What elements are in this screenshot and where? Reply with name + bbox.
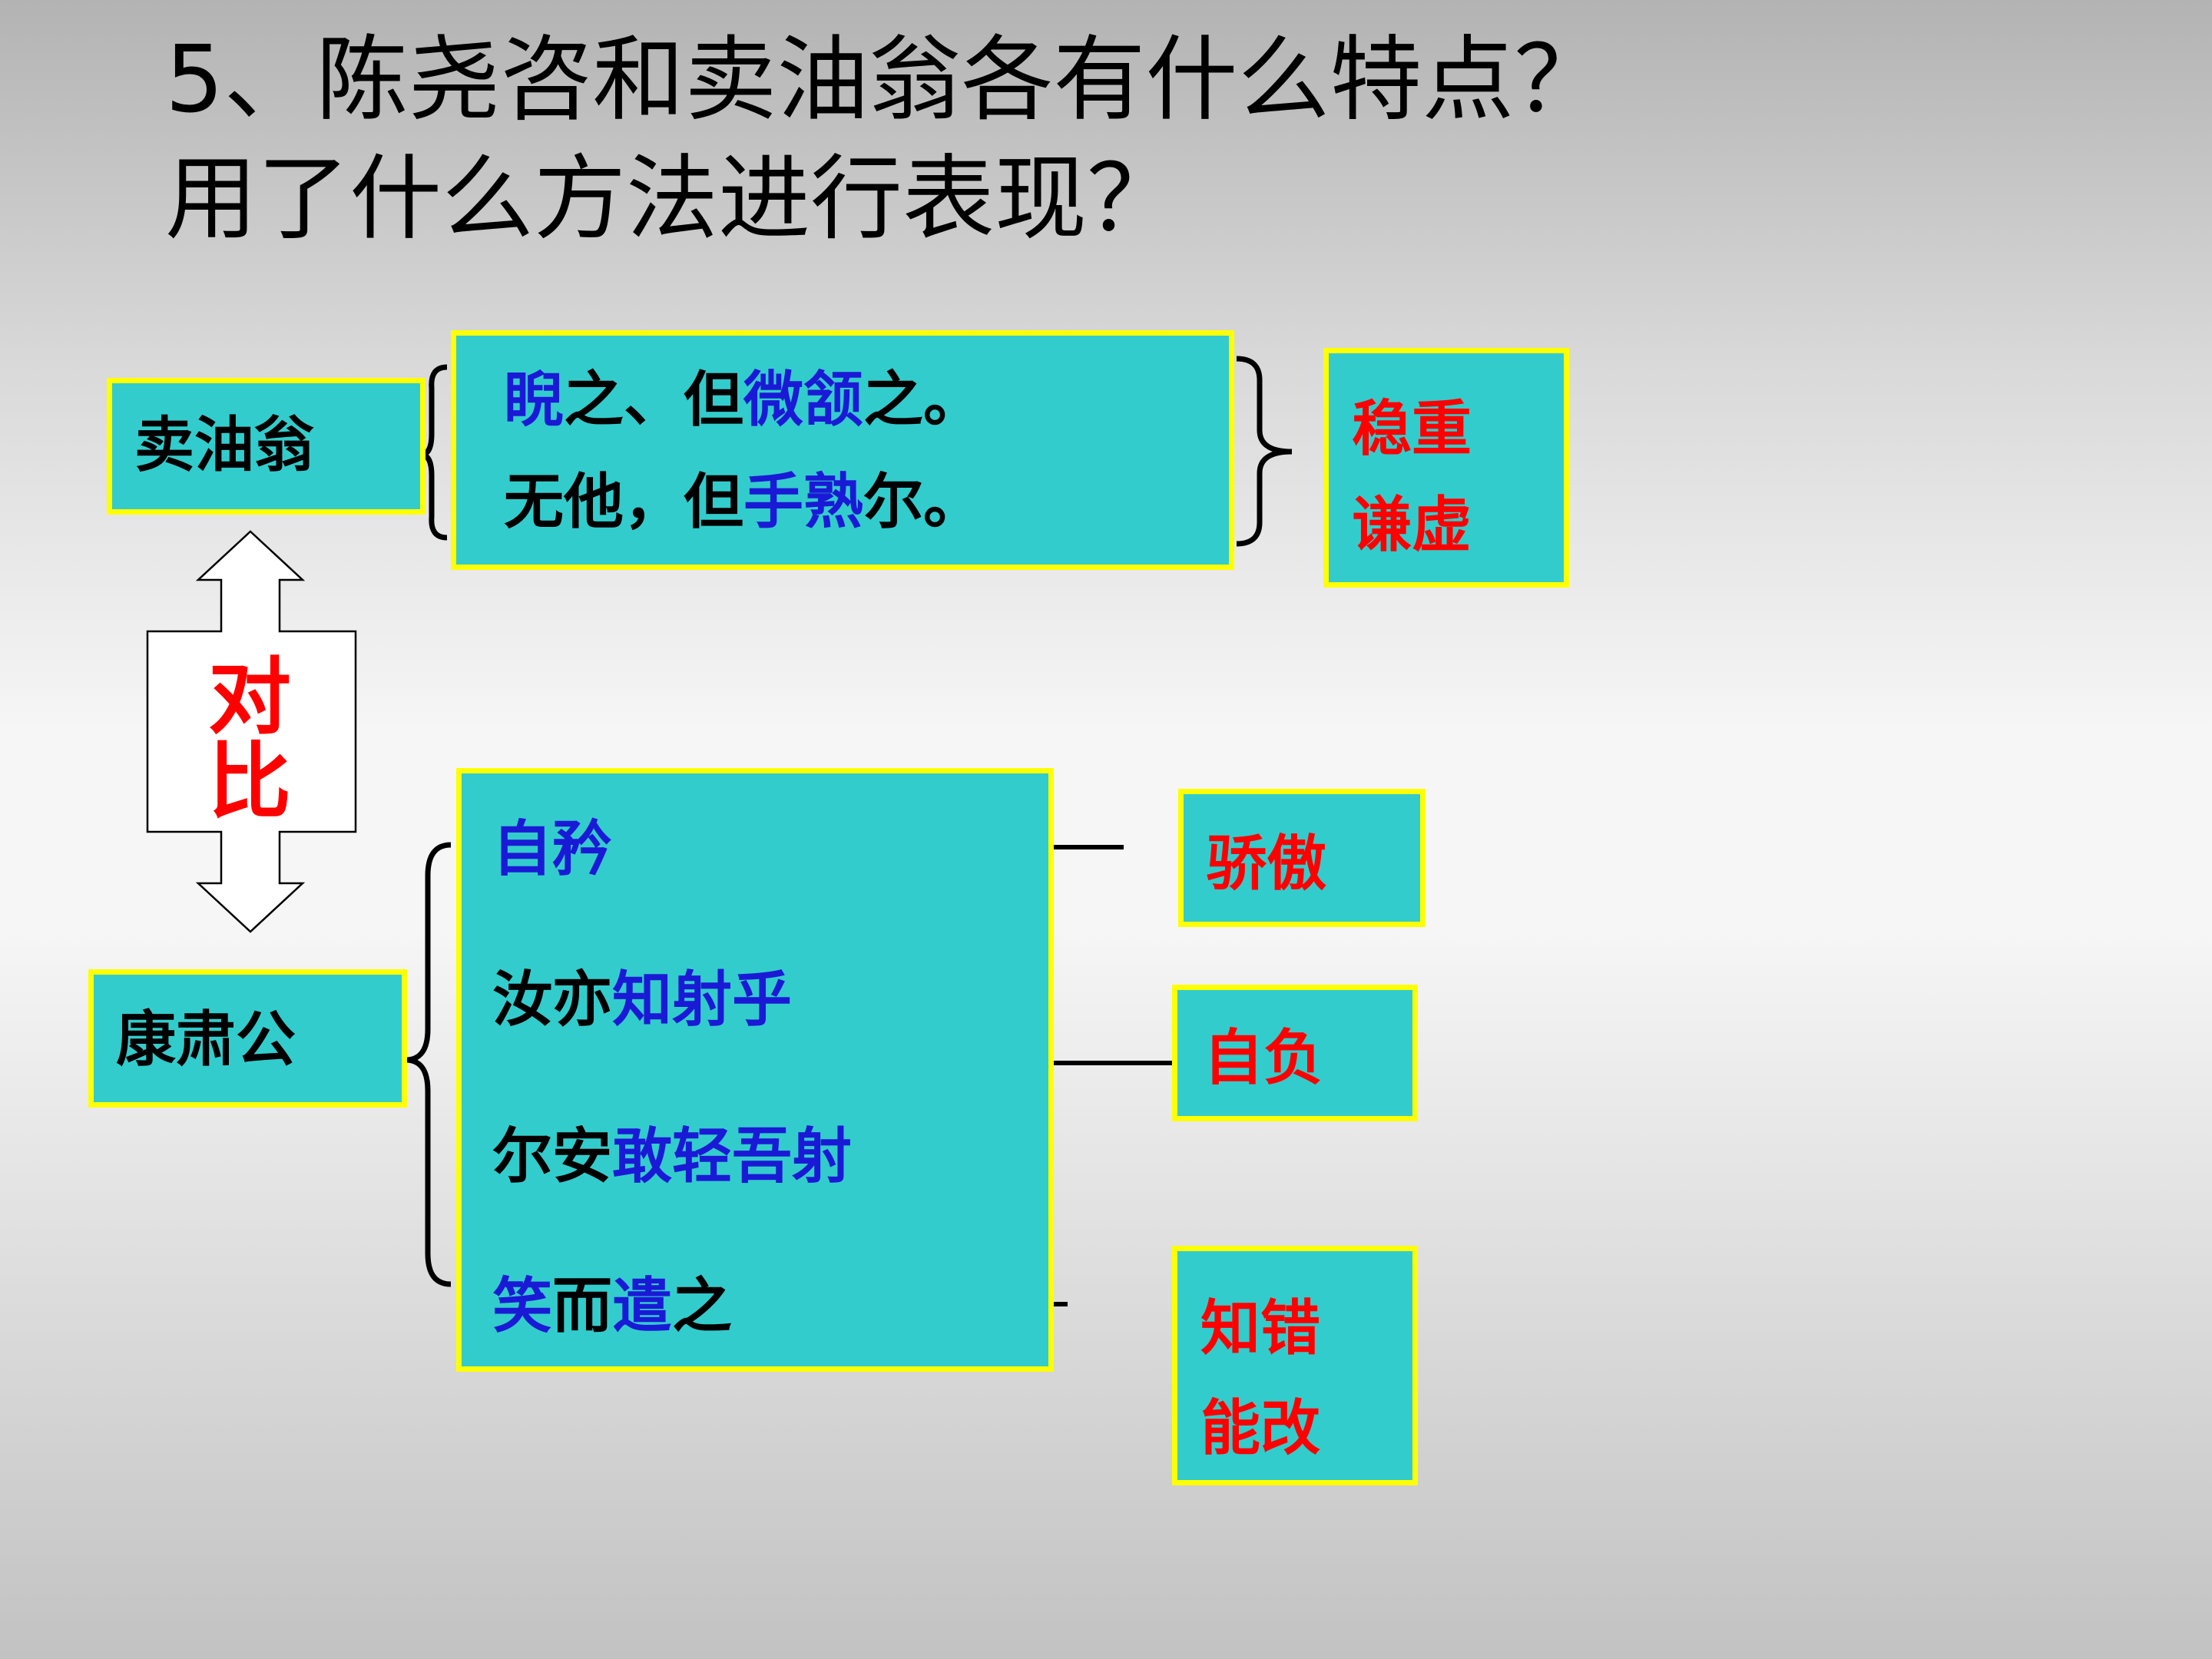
kangsu-quote-4-part-3: 遣 <box>612 1272 673 1341</box>
oil-seller-traits-box: 稳重 谦虚 <box>1323 348 1569 588</box>
quote-1-part-2: 之、但 <box>564 366 744 435</box>
quote-2-part-2: 手熟 <box>743 468 864 537</box>
kangsu-quote-3-part-2: 敢轻吾射 <box>612 1122 853 1191</box>
trait-arrogant-box: 骄傲 <box>1178 789 1426 927</box>
quote-1-part-3: 微颔 <box>743 366 864 435</box>
kangsu-quote-4-part-1: 笑 <box>492 1272 553 1341</box>
contrast-label-2: 比 <box>208 734 292 830</box>
kangsu-quote-4: 笑而遣之 <box>492 1277 732 1336</box>
trait-conceited: 自负 <box>1204 1024 1324 1093</box>
title-line-2: 用了什么方法进行表现？ <box>165 146 1179 253</box>
oil-seller-right-brace <box>1236 356 1293 547</box>
kangsu-quote-3: 尔安敢轻吾射 <box>492 1127 852 1187</box>
trait-correct-box: 知错 能改 <box>1172 1246 1418 1485</box>
oil-seller-quote-box: 睨之、但微颔之。 无他，但手熟尔。 <box>451 330 1234 570</box>
kangsu-label-box: 康肃公 <box>88 969 407 1108</box>
quote-2-part-3: 尔。 <box>863 468 984 537</box>
contrast-double-arrow <box>146 530 357 933</box>
quote-2-part-1: 无他，但 <box>504 468 744 537</box>
trait-steady: 稳重 <box>1352 395 1472 464</box>
oil-seller-label: 卖油翁 <box>134 411 315 480</box>
kangsu-quote-1-part-1: 自矜 <box>492 815 613 884</box>
kangsu-label: 康肃公 <box>116 1005 296 1075</box>
kangsu-quote-4-part-4: 之 <box>672 1272 733 1341</box>
trait-conceited-box: 自负 <box>1172 985 1418 1121</box>
kangsu-quote-2-part-2: 知射乎 <box>612 965 793 1035</box>
kangsu-quote-box: 自矜 汝亦知射乎 尔安敢轻吾射 笑而遣之 <box>456 768 1054 1372</box>
trait-modest: 谦虚 <box>1352 491 1472 560</box>
kangsu-quote-2: 汝亦知射乎 <box>492 970 792 1030</box>
quote-1-part-1: 睨 <box>504 366 565 435</box>
title-line-1: 5、陈尧咨和卖油翁各有什么特点？ <box>165 27 1607 134</box>
quote-1-part-4: 之。 <box>863 366 984 435</box>
trait-correct-2: 能改 <box>1200 1394 1321 1463</box>
trait-arrogant: 骄傲 <box>1207 830 1327 899</box>
oil-seller-label-box: 卖油翁 <box>107 378 426 515</box>
contrast-label-1: 对 <box>208 650 292 746</box>
kangsu-left-brace <box>405 842 452 1287</box>
kangsu-quote-4-part-2: 而 <box>552 1272 613 1341</box>
oil-seller-quote-2: 无他，但手熟尔。 <box>504 472 983 532</box>
kangsu-quote-1: 自矜 <box>492 820 612 879</box>
oil-seller-quote-1: 睨之、但微颔之。 <box>504 370 983 430</box>
kangsu-quote-2-part-1: 汝亦 <box>492 965 613 1035</box>
trait-correct-1: 知错 <box>1200 1294 1321 1363</box>
kangsu-quote-3-part-1: 尔安 <box>492 1122 613 1191</box>
